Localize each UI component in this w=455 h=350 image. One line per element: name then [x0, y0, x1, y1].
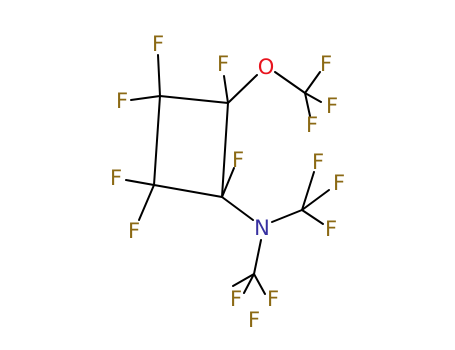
- atom-f4: F: [320, 52, 332, 76]
- bond-c6-f12: [301, 209, 324, 225]
- bond-ring-top: [159, 95, 229, 104]
- atom-f10: F: [312, 150, 324, 174]
- atom-f15: F: [248, 308, 260, 332]
- bond-c4-f9: [221, 167, 235, 198]
- bond-c3-f8: [138, 184, 155, 221]
- bond-c5-f5: [304, 92, 322, 103]
- bond-c5-f6: [304, 92, 311, 117]
- atom-f5: F: [326, 94, 338, 118]
- bond-c1-f1: [157, 54, 161, 97]
- atom-f3: F: [217, 52, 229, 76]
- bond-c2-f3: [223, 75, 229, 104]
- bond-n1-c7: [253, 239, 262, 275]
- bond-c3-f7: [125, 179, 155, 186]
- bond-c1-f2: [130, 95, 161, 101]
- atom-f14: F: [267, 287, 279, 311]
- atom-f9: F: [232, 148, 244, 172]
- bond-c7-f15: [232, 273, 255, 287]
- bond-ring-left: [153, 95, 161, 186]
- atom-n1: N: [254, 216, 270, 240]
- bond-c7-f13: [243, 273, 255, 294]
- atom-f6: F: [306, 113, 318, 137]
- bond-c4-n1: [221, 196, 254, 221]
- bond-c6-f11: [301, 189, 330, 211]
- atom-f1: F: [152, 32, 164, 56]
- atom-f13: F: [230, 287, 242, 311]
- bond-c2-o1: [227, 74, 258, 104]
- bond-c7-f14: [253, 273, 266, 295]
- bonds: [125, 54, 330, 295]
- atom-o1: O: [258, 55, 275, 79]
- bond-n1-c6: [271, 209, 303, 223]
- atom-f12: F: [325, 217, 337, 241]
- atom-labels: F F F O F F F F F F F N F F F F F: [110, 32, 345, 332]
- bond-o1-c5: [274, 71, 306, 94]
- atom-f11: F: [333, 171, 345, 195]
- bond-c5-f4: [304, 71, 321, 94]
- bond-ring-bottom: [153, 184, 223, 198]
- atom-f8: F: [128, 219, 140, 243]
- atom-f7: F: [110, 166, 122, 190]
- bond-c6-f10: [301, 171, 315, 211]
- bond-ring-right: [221, 102, 229, 198]
- atom-f2: F: [116, 89, 128, 113]
